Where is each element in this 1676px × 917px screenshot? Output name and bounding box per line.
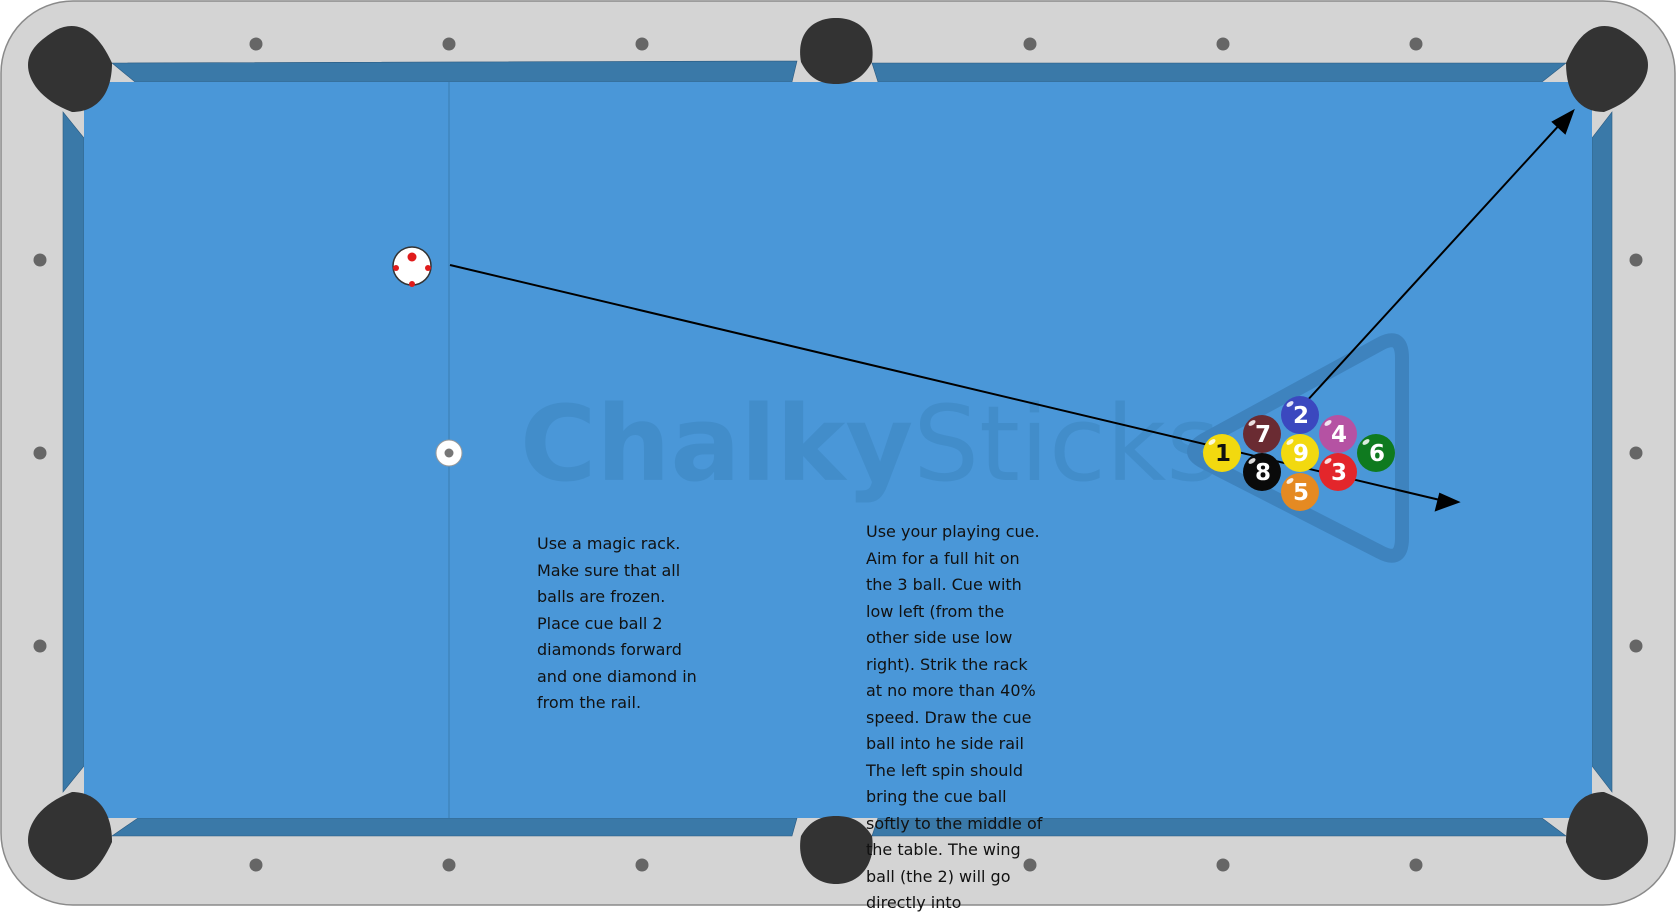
- pocket-top-left: [28, 26, 112, 113]
- ball-number-label: 5: [1293, 480, 1309, 506]
- diamond-marker: [249, 37, 263, 51]
- diamond-marker: [1216, 858, 1230, 872]
- ball-6: 6: [1357, 434, 1395, 472]
- diamond-marker: [442, 858, 456, 872]
- pocket-top-right: [1566, 26, 1648, 113]
- pocket-bottom-right: [1566, 792, 1648, 880]
- watermark-logo: ChalkySticks: [520, 383, 1220, 505]
- diamond-marker: [1629, 446, 1643, 460]
- pocket-bottom-middle: [800, 816, 873, 884]
- ball-number-label: 7: [1255, 422, 1271, 448]
- diamond-marker: [1023, 858, 1037, 872]
- ball-2: 2: [1281, 396, 1319, 434]
- cushion-right: [1591, 111, 1613, 793]
- diamond-marker: [635, 858, 649, 872]
- ball-3: 3: [1319, 453, 1357, 491]
- diamond-marker: [1629, 639, 1643, 653]
- ball-number-label: 8: [1255, 460, 1271, 486]
- ball-5: 5: [1281, 473, 1319, 511]
- rail-diamonds: [33, 37, 1643, 872]
- cushion-top-right: [871, 62, 1567, 83]
- cushion-top-left: [111, 60, 798, 83]
- cue-tip-mark: [407, 252, 417, 262]
- magic-rack-outline: [1187, 333, 1409, 563]
- rack-setup-note: Use a magic rack. Make sure that all bal…: [537, 534, 697, 712]
- shot-instructions-note: Use your playing cue. Aim for a full hit…: [866, 522, 1043, 912]
- ball-7: 7: [1243, 415, 1281, 453]
- diamond-marker: [1023, 37, 1037, 51]
- wing-ball-path: [1304, 121, 1563, 404]
- ball-4: 4: [1319, 415, 1357, 453]
- pocket-top-middle: [800, 18, 873, 84]
- diamond-marker: [1409, 37, 1423, 51]
- diamond-marker: [33, 253, 47, 267]
- ball-number-label: 6: [1369, 441, 1385, 467]
- diamond-marker: [33, 446, 47, 460]
- ball-8: 8: [1243, 453, 1281, 491]
- ball-number-label: 2: [1293, 403, 1309, 429]
- pockets: [28, 18, 1648, 884]
- diamond-marker: [1409, 858, 1423, 872]
- diamond-marker: [1629, 253, 1643, 267]
- wing-path-arrowhead: [1551, 108, 1575, 135]
- diamond-marker: [635, 37, 649, 51]
- ball-1: 1: [1203, 434, 1241, 472]
- diamond-marker: [442, 37, 456, 51]
- diamond-marker: [249, 858, 263, 872]
- ball-number-label: 9: [1293, 441, 1309, 467]
- watermark-light: Sticks: [913, 383, 1220, 505]
- cushion-left: [62, 111, 85, 793]
- ball-number-label: 1: [1215, 441, 1231, 467]
- diamond-marker: [33, 639, 47, 653]
- cue-ball: [392, 246, 432, 287]
- ball-number-label: 4: [1331, 422, 1347, 448]
- cushion-bottom-left: [111, 817, 798, 837]
- watermark-bold: Chalky: [520, 383, 913, 505]
- pocket-bottom-left: [28, 792, 112, 880]
- ball-9: 9: [1281, 434, 1319, 472]
- diamond-marker: [1216, 37, 1230, 51]
- ball-number-label: 3: [1331, 460, 1347, 486]
- object-balls: 1 2 3 4 5 6 7 89: [1203, 396, 1395, 511]
- cue-ball-spot: [435, 439, 463, 467]
- cue-path-arrowhead: [1434, 492, 1461, 512]
